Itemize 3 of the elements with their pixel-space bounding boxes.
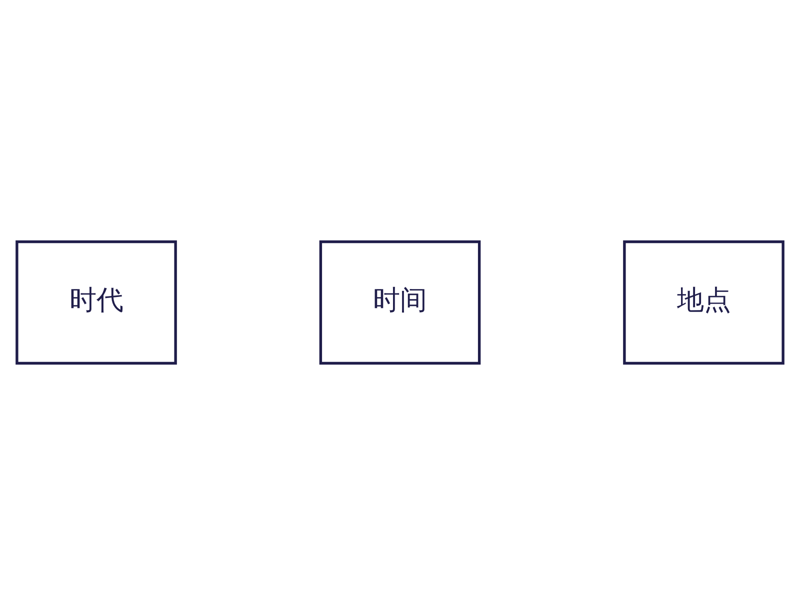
node-box: 地点	[623, 240, 784, 365]
node-box: 时间	[319, 240, 481, 365]
node-box: 时代	[16, 240, 177, 365]
